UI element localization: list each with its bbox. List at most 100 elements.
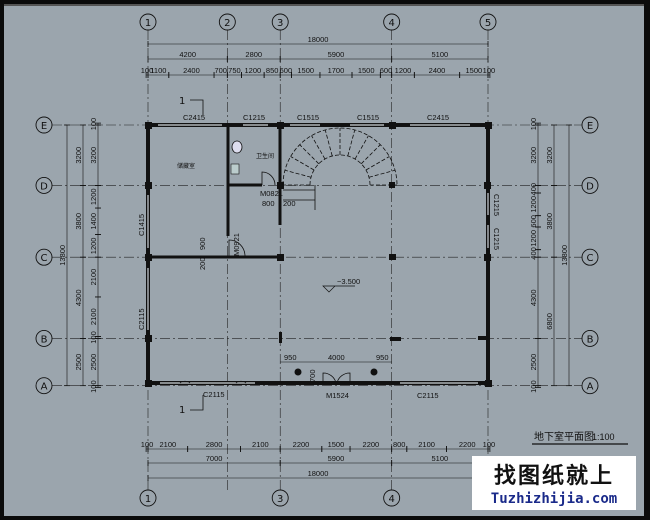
dimension-label: 2800 [245,50,262,59]
drawing-scale: 1:100 [592,432,615,442]
window-label: C1415 [137,214,146,236]
watermark: 找图纸就上 Tuzhizhijia.com [472,456,636,510]
floor-elevation: −3.500 [337,277,360,286]
stair-tread [368,169,396,178]
door-label: M0821 [260,189,283,198]
dimension-label: 2400 [429,66,446,75]
dimension-label: 100 [89,331,98,344]
dimension-label: 13800 [560,245,569,266]
local-dimension: 950 [376,353,389,362]
door-label: M0921 [232,233,241,256]
dimension-label: 700 [214,66,227,75]
dimension-label: 1200 [89,238,98,255]
axis-label: 4 [388,18,394,29]
axis-label: 3 [277,494,283,505]
dimension-label: 2200 [293,440,310,449]
axis-label: D [40,181,48,192]
dimension-label: 7000 [206,454,223,463]
dimension-label: 2400 [183,66,200,75]
dimension-label: 4200 [179,50,196,59]
dimension-label: 1200 [89,188,98,205]
dimension-label: 100 [529,380,538,393]
window-label: C2115 [137,308,146,330]
watermark-text: 找图纸就上 [493,464,614,489]
dimension-label: 1500 [358,66,375,75]
dimension-label: 1200 [529,230,538,247]
local-dimension: 700 [308,369,317,382]
axis-bubble [271,489,289,507]
dimension-label: 100 [529,118,538,131]
dimension-label: 3200 [89,147,98,164]
dimension-label: 600 [380,66,393,75]
axis-label: B [587,334,594,345]
dimension-label: 6800 [545,313,554,330]
dimension-label: 5900 [328,454,345,463]
elevation-mark-icon [322,285,355,293]
axis-bubble [35,329,53,347]
window-label: C2115 [203,390,225,399]
dimension-label: 800 [393,440,406,449]
section-marks [190,99,204,411]
axis-label: B [41,334,48,345]
local-dimension: 200 [283,199,296,208]
dimension-label: 2500 [74,354,83,371]
dimension-label: 3200 [545,147,554,164]
axis-label: 2 [224,18,230,29]
room-label-storage: 储藏室 [177,162,195,170]
axis-label: 4 [388,494,394,505]
window-label: C2415 [183,113,205,122]
dimension-label: 3200 [74,147,83,164]
axis-label: 5 [485,18,491,29]
stair-tread [365,156,390,171]
dimension-label: 2100 [159,440,176,449]
dimension-label: 2500 [529,354,538,371]
dimension-label: 2100 [89,308,98,325]
dimension-label: 100 [141,440,154,449]
stair-tread [360,144,381,165]
axis-bubble [35,248,53,266]
dimension-label: 400 [529,247,538,260]
spiral-stair [282,127,398,186]
stair-tread [290,156,315,171]
dimension-label: 100 [89,380,98,393]
stair-landing [283,185,316,210]
axis-bubble [35,377,53,395]
doors [179,171,351,384]
axis-bubble [581,116,599,134]
dimension-label: 18000 [308,469,329,478]
stair-tread [299,144,320,165]
exterior-wall [146,123,490,385]
axis-bubble [35,116,53,134]
stair-tread [347,129,356,157]
dimension-label: 1400 [89,213,98,230]
dimension-label: 18000 [308,35,329,44]
watermark-url: Tuzhizhijia.com [490,491,618,507]
axis-label: 3 [277,18,283,29]
axis-bubble [479,13,497,31]
dimension-label: 100 [89,118,98,131]
axis-bubble [581,377,599,395]
dimension-label: 1200 [244,66,261,75]
axis-bubble [35,176,53,194]
dimension-label: 2100 [418,440,435,449]
dimension-label: 750 [228,66,241,75]
local-dimension: 200 [198,257,207,270]
interior-walls [148,125,282,259]
window-label: C2415 [427,113,449,122]
axis-bubble [383,13,401,31]
window-label: C1215 [243,113,265,122]
dimension-label: 2800 [206,440,223,449]
drawing-title: 地下室平面图 [534,430,594,443]
window-label: C1215 [492,194,501,216]
window-marks [147,124,489,384]
axis-bubble [271,13,289,31]
axis-label: E [587,121,593,132]
axis-label: E [41,121,47,132]
dimension-label: 1700 [328,66,345,75]
dimension-label: 2200 [363,440,380,449]
dimension-label: 600 [529,215,538,228]
dimension-label: 1500 [328,440,345,449]
dimension-label: 5100 [431,454,448,463]
